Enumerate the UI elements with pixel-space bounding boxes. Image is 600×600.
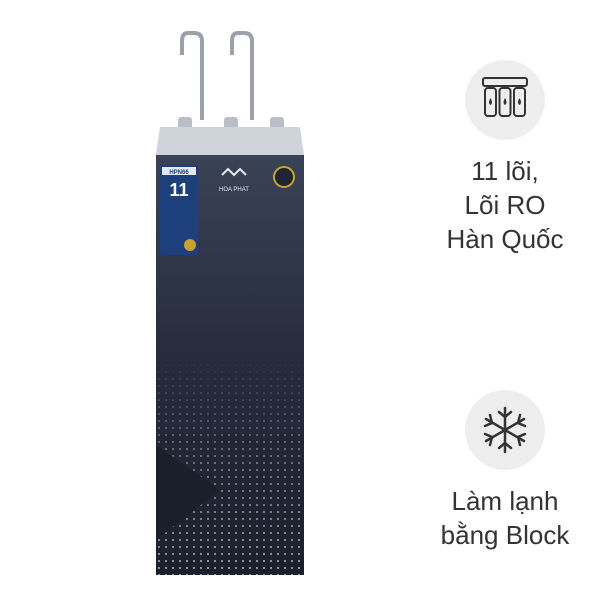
sticker-number: 11 — [169, 180, 188, 200]
quality-badge-icon — [273, 166, 295, 188]
brand-logo-text: HOA PHAT — [219, 187, 249, 193]
snowflake-icon — [483, 406, 527, 454]
spec-sticker — [160, 165, 198, 255]
feature-line: Làm lạnh — [451, 486, 559, 516]
top-cover — [156, 127, 304, 155]
water-purifier-illustration: 11 HPN66 HOA PHAT — [156, 31, 304, 575]
feature-cooling: Làm lạnh bằng Block — [405, 390, 600, 552]
feature-line: Hàn Quốc — [446, 224, 564, 254]
feature-filter-cores: 11 lõi, Lõi RO Hàn Quốc — [405, 60, 600, 256]
feature-text: Làm lạnh bằng Block — [405, 484, 600, 552]
feature-text: 11 lõi, Lõi RO Hàn Quốc — [405, 154, 600, 256]
feature-icon-circle — [465, 390, 545, 470]
feature-line: bằng Block — [440, 520, 570, 550]
faucet-right — [230, 31, 254, 120]
feature-line: 11 lõi, — [471, 156, 539, 186]
triangle-decor — [156, 445, 220, 540]
brand-logo: HOA PHAT — [219, 167, 249, 193]
water-purifier-image: 11 HPN66 HOA PHAT — [140, 25, 320, 580]
ro-filter-icon — [482, 77, 528, 117]
faucet-left — [180, 31, 204, 120]
feature-line: Lõi RO — [464, 190, 546, 220]
sticker-model: HPN66 — [169, 170, 189, 176]
feature-icon-circle — [465, 60, 545, 140]
sticker-seal-icon — [184, 239, 196, 251]
